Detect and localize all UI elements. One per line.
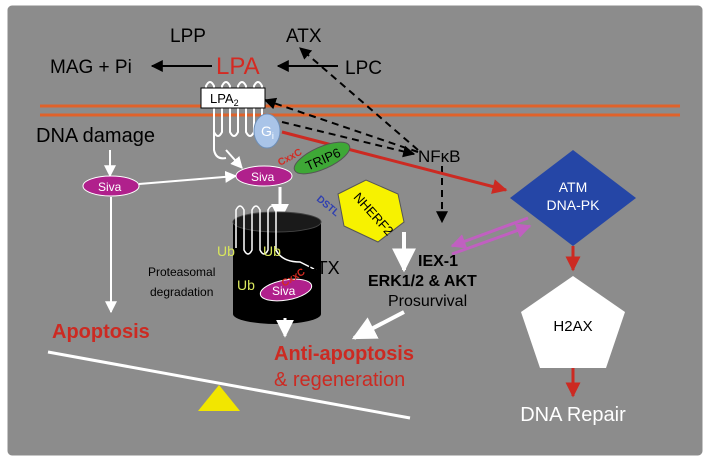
dna-pk-label: DNA-PK bbox=[547, 197, 601, 213]
lpc-label: LPC bbox=[345, 58, 382, 79]
apoptosis-label: Apoptosis bbox=[52, 321, 150, 343]
arrow-lpa2-to-siva-mid bbox=[225, 149, 243, 169]
siva-left bbox=[82, 175, 140, 197]
arrow-nfkb-to-atx bbox=[299, 47, 419, 151]
siva-left-label: Siva bbox=[98, 180, 122, 194]
mag-pi-label: MAG + Pi bbox=[50, 57, 132, 78]
atx-top-label: ATX bbox=[286, 26, 322, 47]
lpa2-label-box bbox=[200, 87, 266, 109]
iex1-label: IEX-1 bbox=[418, 253, 458, 270]
arrow-gi-to-nfkb bbox=[281, 121, 416, 158]
h2ax-node bbox=[521, 276, 625, 368]
arrow-nfkb-to-lpa2 bbox=[263, 97, 419, 153]
balance-fulcrum bbox=[198, 385, 240, 411]
ub-label-2: Ub bbox=[263, 243, 281, 259]
dna-repair-label: DNA Repair bbox=[520, 404, 626, 426]
proteasome-bottom bbox=[233, 304, 321, 324]
erk-akt-label: ERK1/2 & AKT bbox=[368, 273, 477, 290]
anti-apoptosis-label: Anti-apoptosis bbox=[274, 343, 414, 365]
atx-mid-label: ATX bbox=[306, 258, 340, 278]
regeneration-label: & regeneration bbox=[274, 369, 405, 391]
siva-mid-label: Siva bbox=[251, 170, 275, 184]
trip6 bbox=[293, 141, 351, 175]
atm-dna-pk-node bbox=[510, 150, 636, 246]
siva-mid bbox=[235, 165, 293, 187]
lpa2-receptor-loops bbox=[205, 81, 271, 137]
ub-label-1: Ub bbox=[217, 243, 235, 259]
proteasomal-label-line2: degradation bbox=[150, 285, 213, 299]
atm-label: ATM bbox=[559, 179, 588, 195]
proteasomal-label-line1: Proteasomal bbox=[148, 265, 215, 279]
prosurvival-label: Prosurvival bbox=[388, 293, 467, 310]
balance-beam bbox=[47, 350, 411, 420]
lpa-label: LPA bbox=[216, 53, 260, 80]
arrow-siva-left-to-siva-mid bbox=[138, 170, 238, 185]
nfkb-label: NFκB bbox=[418, 147, 461, 166]
arrow-prosurvival-to-anti-apoptosis bbox=[351, 310, 405, 340]
proteasome-receptor-loops bbox=[235, 205, 317, 271]
proteasome-top bbox=[232, 211, 322, 233]
ub-label-3: Ub bbox=[237, 277, 255, 293]
lpp-label: LPP bbox=[170, 26, 206, 47]
gi-protein bbox=[253, 113, 281, 149]
arrow-iex1-to-atm bbox=[451, 223, 532, 256]
arrow-atm-to-iex1 bbox=[450, 216, 529, 249]
lpa2-receptor-tail bbox=[213, 132, 227, 160]
gi-label: Gi bbox=[261, 123, 274, 141]
lpa2-label: LPA2 bbox=[210, 91, 239, 108]
siva-proteasome bbox=[259, 278, 313, 302]
dna-damage-label: DNA damage bbox=[36, 125, 155, 147]
h2ax-label: H2AX bbox=[553, 318, 592, 335]
nherf2 bbox=[337, 179, 405, 243]
arrow-gi-to-atm bbox=[281, 130, 508, 194]
siva-proteasome-label: Siva bbox=[272, 284, 296, 298]
